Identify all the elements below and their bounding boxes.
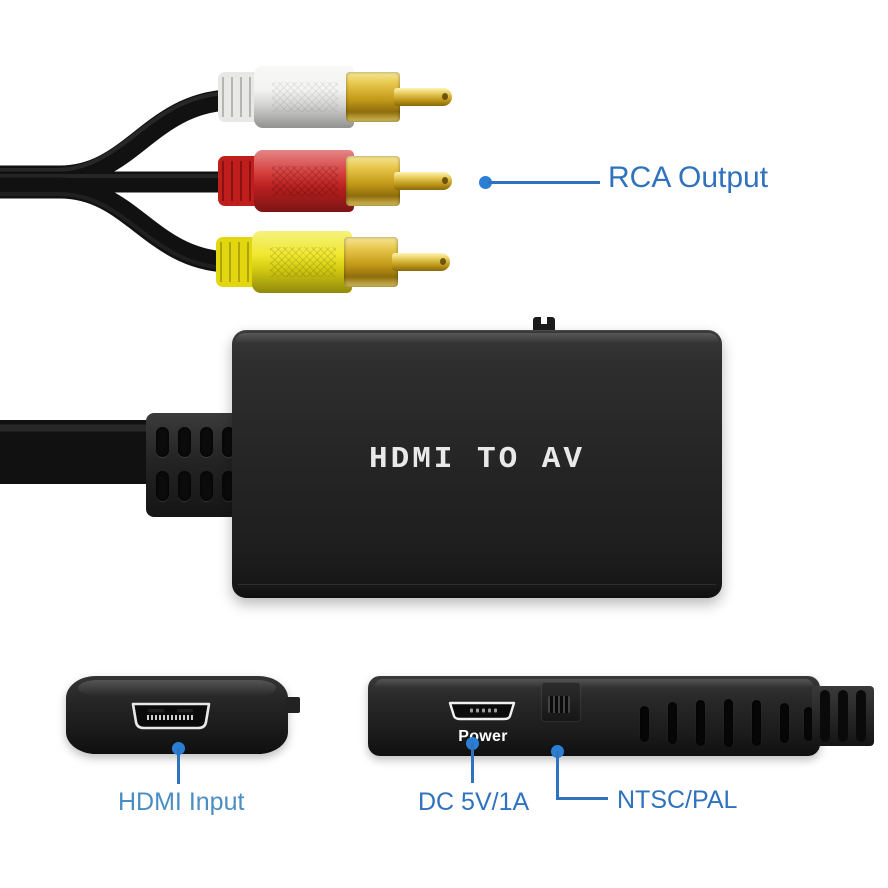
hdmi-end-gloss [78, 680, 276, 696]
vent-slot [696, 700, 705, 746]
connector-ribs [222, 77, 256, 117]
cable-strain-relief [146, 413, 242, 517]
connector-gold-pin [394, 172, 452, 190]
strain-relief-slot [178, 427, 191, 457]
connector-boot [218, 72, 260, 122]
vent-slot [752, 700, 761, 746]
strain-relief-slot [200, 427, 213, 457]
connector-knurl-texture [270, 247, 336, 277]
side-view-top-edge [374, 679, 814, 688]
cable-boot-rib [838, 690, 848, 742]
connector-ribs [222, 161, 256, 201]
connector-boot [216, 237, 258, 287]
cable-boot-rib [856, 690, 866, 742]
connector-body [254, 66, 354, 128]
connector-body [254, 150, 354, 212]
strain-relief-slot [200, 471, 213, 501]
callout-leader-hdmi-input [177, 748, 180, 784]
hdmi-port [131, 702, 211, 730]
connector-gold-pin [392, 253, 450, 271]
device-model-label: HDMI TO AV [368, 442, 586, 477]
connector-knurl-texture [272, 166, 338, 196]
callout-leader-rca-output [488, 181, 600, 184]
connector-gold-pin [394, 88, 452, 106]
callout-label-dc-power: DC 5V/1A [418, 788, 530, 816]
callout-leader-ntsc-pal-horizontal [556, 797, 608, 800]
ntsc-pal-mode-switch[interactable] [541, 682, 581, 722]
side-view-cable-boot [812, 686, 874, 746]
power-port-label: Power [458, 728, 508, 745]
connector-gold-barrel [346, 156, 400, 206]
connector-gold-barrel [344, 237, 398, 287]
strain-relief-slot [156, 427, 169, 457]
body-bottom-lip [234, 585, 720, 598]
vent-slot [724, 699, 733, 747]
mode-switch-tab-top-view [533, 317, 555, 332]
strain-relief-slot [178, 471, 191, 501]
strain-relief-slot [222, 471, 235, 501]
callout-label-ntsc-pal: NTSC/PAL [617, 786, 738, 814]
micro-usb-power-port [448, 701, 516, 721]
callout-label-hdmi-input: HDMI Input [118, 788, 245, 816]
vent-slot [780, 703, 789, 743]
hdmi-end-view [66, 676, 288, 754]
mode-switch-nub[interactable] [548, 696, 570, 713]
callout-dot-rca-output [479, 176, 492, 189]
vent-slot [804, 707, 813, 741]
body-top-bevel [235, 333, 719, 343]
callout-leader-dc-power [471, 743, 474, 783]
callout-leader-ntsc-pal-vertical [556, 751, 559, 800]
cable-boot-rib [820, 690, 830, 742]
connector-boot [218, 156, 260, 206]
connector-knurl-texture [272, 82, 338, 112]
connector-gold-barrel [346, 72, 400, 122]
strain-relief-slot [222, 427, 235, 457]
vent-slot [640, 706, 649, 742]
body-seam-line [238, 584, 716, 585]
connector-ribs [220, 242, 254, 282]
connector-body [252, 231, 352, 293]
converter-side-view: Power [368, 676, 820, 756]
strain-relief-slot [156, 471, 169, 501]
converter-main-body: HDMI TO AV [232, 330, 722, 598]
hdmi-end-side-tab [286, 697, 300, 713]
vent-slot [668, 702, 677, 744]
callout-label-rca-output: RCA Output [608, 161, 769, 194]
